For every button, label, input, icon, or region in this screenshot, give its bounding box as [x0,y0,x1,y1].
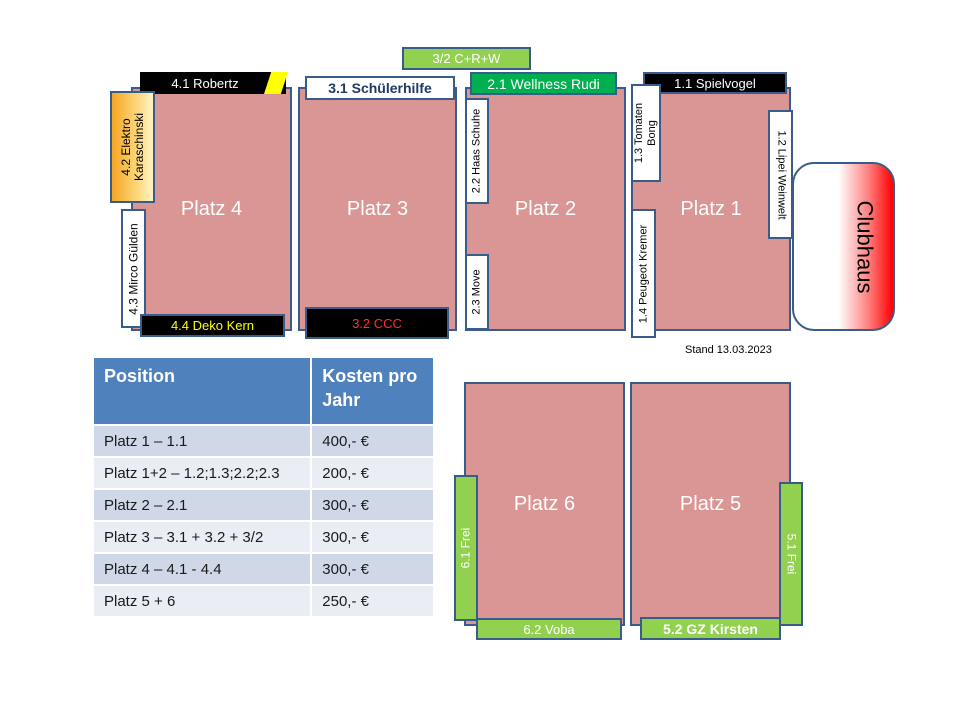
label-1-3-line1: 1.3 Tomaten [633,102,645,164]
table-cell-kosten: 200,- € [311,457,435,490]
label-5-1-text: 5.1 Frei [784,533,799,575]
field-platz-4: Platz 4 [131,87,292,331]
label-1-3-line2: Bong [646,120,658,146]
label-6-2-text: 6.2 Voba [523,621,575,637]
field-platz-6-label: Platz 6 [513,492,576,515]
label-6-1-text: 6.1 Frei [458,527,473,569]
label-4-2-line2: Karaschinski [131,112,146,182]
table-cell-kosten: 250,- € [311,585,435,618]
table-row: Platz 4 – 4.1 - 4.4 300,- € [94,553,435,586]
table-cell-position: Platz 1+2 – 1.2;1.3;2.2;2.3 [94,457,313,490]
table-row: Platz 5 + 6 250,- € [94,585,435,618]
table-row: Platz 3 – 3.1 + 3.2 + 3/2 300,- € [94,521,435,554]
field-platz-1-label: Platz 1 [680,197,742,220]
table-row: Platz 1 – 1.1 400,- € [94,425,435,458]
label-1-1-text: 1.1 Spielvogel [674,75,756,91]
label-3-1-text: 3.1 Schülerhilfe [328,80,432,96]
table-row: Platz 2 – 2.1 300,- € [94,489,435,522]
label-3-2: 3.2 CCC [305,307,449,339]
field-platz-5-label: Platz 5 [679,492,742,515]
label-6-1: 6.1 Frei [454,475,478,621]
label-3-2-crw-text: 3/2 C+R+W [432,51,501,66]
price-table-header-row: Position Kosten pro Jahr [94,358,435,426]
table-cell-position: Platz 4 – 4.1 - 4.4 [94,553,313,586]
table-cell-kosten: 300,- € [311,521,435,554]
label-1-3-text: 1.3 Tomaten Bong [633,103,659,163]
field-platz-6: Platz 6 [464,382,625,626]
label-1-3: 1.3 Tomaten Bong [631,84,661,182]
label-2-1-text: 2.1 Wellness Rudi [487,75,600,92]
table-cell-kosten: 400,- € [311,425,435,458]
label-1-2: 1.2 Lipei Weinwelt [768,110,793,239]
label-4-2: 4.2 Elektro Karaschinski [110,91,155,203]
clubhaus-label: Clubhaus [852,200,878,293]
table-cell-kosten: 300,- € [311,489,435,522]
field-platz-5: Platz 5 [630,382,791,626]
label-4-4: 4.4 Deko Kern [140,314,285,337]
label-2-2: 2.2 Haas Schuhe [465,98,489,204]
label-4-1: 4.1 Robertz [140,72,286,94]
label-4-2-line1: 4.2 Elektro [118,118,133,176]
field-platz-2-label: Platz 2 [514,197,577,220]
price-table-header-kosten: Kosten pro Jahr [311,358,435,426]
label-2-3: 2.3 Move [465,254,489,330]
label-1-1: 1.1 Spielvogel [643,72,787,94]
clubhaus: Clubhaus [792,162,895,331]
label-1-4: 1.4 Peugeot Kremer [631,209,656,338]
table-cell-position: Platz 1 – 1.1 [94,425,313,458]
stand-date: Stand 13.03.2023 [685,344,772,356]
label-4-1-text: 4.1 Robertz [171,75,239,91]
label-4-1-yellow-tab [264,72,288,94]
field-platz-4-label: Platz 4 [180,197,243,220]
table-cell-position: Platz 3 – 3.1 + 3.2 + 3/2 [94,521,313,554]
price-table: Position Kosten pro Jahr Platz 1 – 1.1 4… [94,358,435,618]
label-6-2: 6.2 Voba [476,618,622,640]
table-cell-position: Platz 5 + 6 [94,585,313,618]
field-platz-3: Platz 3 [298,87,457,331]
label-2-3-text: 2.3 Move [470,269,483,315]
field-platz-2: Platz 2 [465,87,626,331]
label-3-1: 3.1 Schülerhilfe [305,76,455,100]
label-5-2-text: 5.2 GZ Kirsten [663,620,758,637]
label-4-2-text: 4.2 Elektro Karaschinski [118,112,146,182]
field-platz-3-label: Platz 3 [346,197,409,220]
label-3-2-text: 3.2 CCC [352,315,402,331]
label-5-2: 5.2 GZ Kirsten [640,617,781,640]
price-table-header-position: Position [94,358,313,426]
label-2-1: 2.1 Wellness Rudi [470,72,617,95]
table-cell-kosten: 300,- € [311,553,435,586]
label-3-2-crw: 3/2 C+R+W [402,47,531,70]
label-1-2-text: 1.2 Lipei Weinwelt [775,129,787,220]
table-row: Platz 1+2 – 1.2;1.3;2.2;2.3 200,- € [94,457,435,490]
table-cell-position: Platz 2 – 2.1 [94,489,313,522]
label-4-4-text: 4.4 Deko Kern [170,318,255,333]
label-4-3-text: 4.3 Mirco Gülden [126,222,140,315]
label-1-4-text: 1.4 Peugeot Kremer [637,224,649,323]
label-5-1: 5.1 Frei [779,482,803,626]
label-2-2-text: 2.2 Haas Schuhe [470,108,483,194]
label-4-3: 4.3 Mirco Gülden [121,209,146,328]
